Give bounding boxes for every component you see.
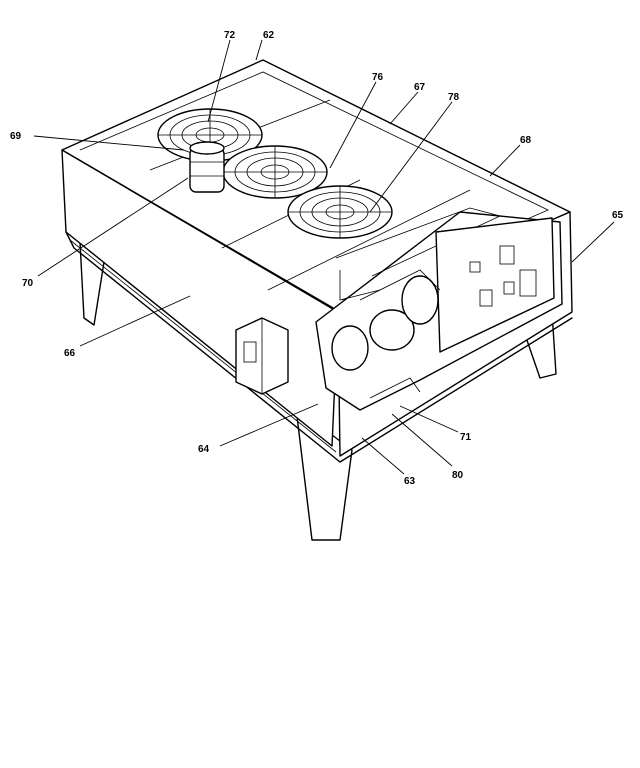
callout-76: 76 [372, 72, 384, 83]
callout-62: 62 [263, 30, 275, 41]
callout-72: 72 [224, 30, 236, 41]
callout-68: 68 [520, 135, 532, 146]
callout-63: 63 [404, 476, 416, 487]
control-box [235, 317, 289, 395]
callout-labels: 62 72 76 67 78 69 68 65 70 66 71 64 80 6… [10, 30, 624, 487]
callout-64: 64 [198, 444, 210, 455]
callout-71: 71 [460, 432, 472, 443]
callout-67: 67 [414, 82, 426, 93]
callout-66: 66 [64, 348, 76, 359]
callout-80: 80 [452, 470, 464, 481]
fan-guard-1 [157, 108, 263, 162]
callout-65: 65 [612, 210, 624, 221]
leader-lines [33, 39, 615, 475]
callout-69: 69 [10, 131, 22, 142]
callout-70: 70 [22, 278, 34, 289]
callout-78: 78 [448, 92, 460, 103]
electrical-compartment [315, 207, 563, 411]
fan-motor [189, 141, 225, 193]
fan-guard-3 [287, 185, 393, 239]
